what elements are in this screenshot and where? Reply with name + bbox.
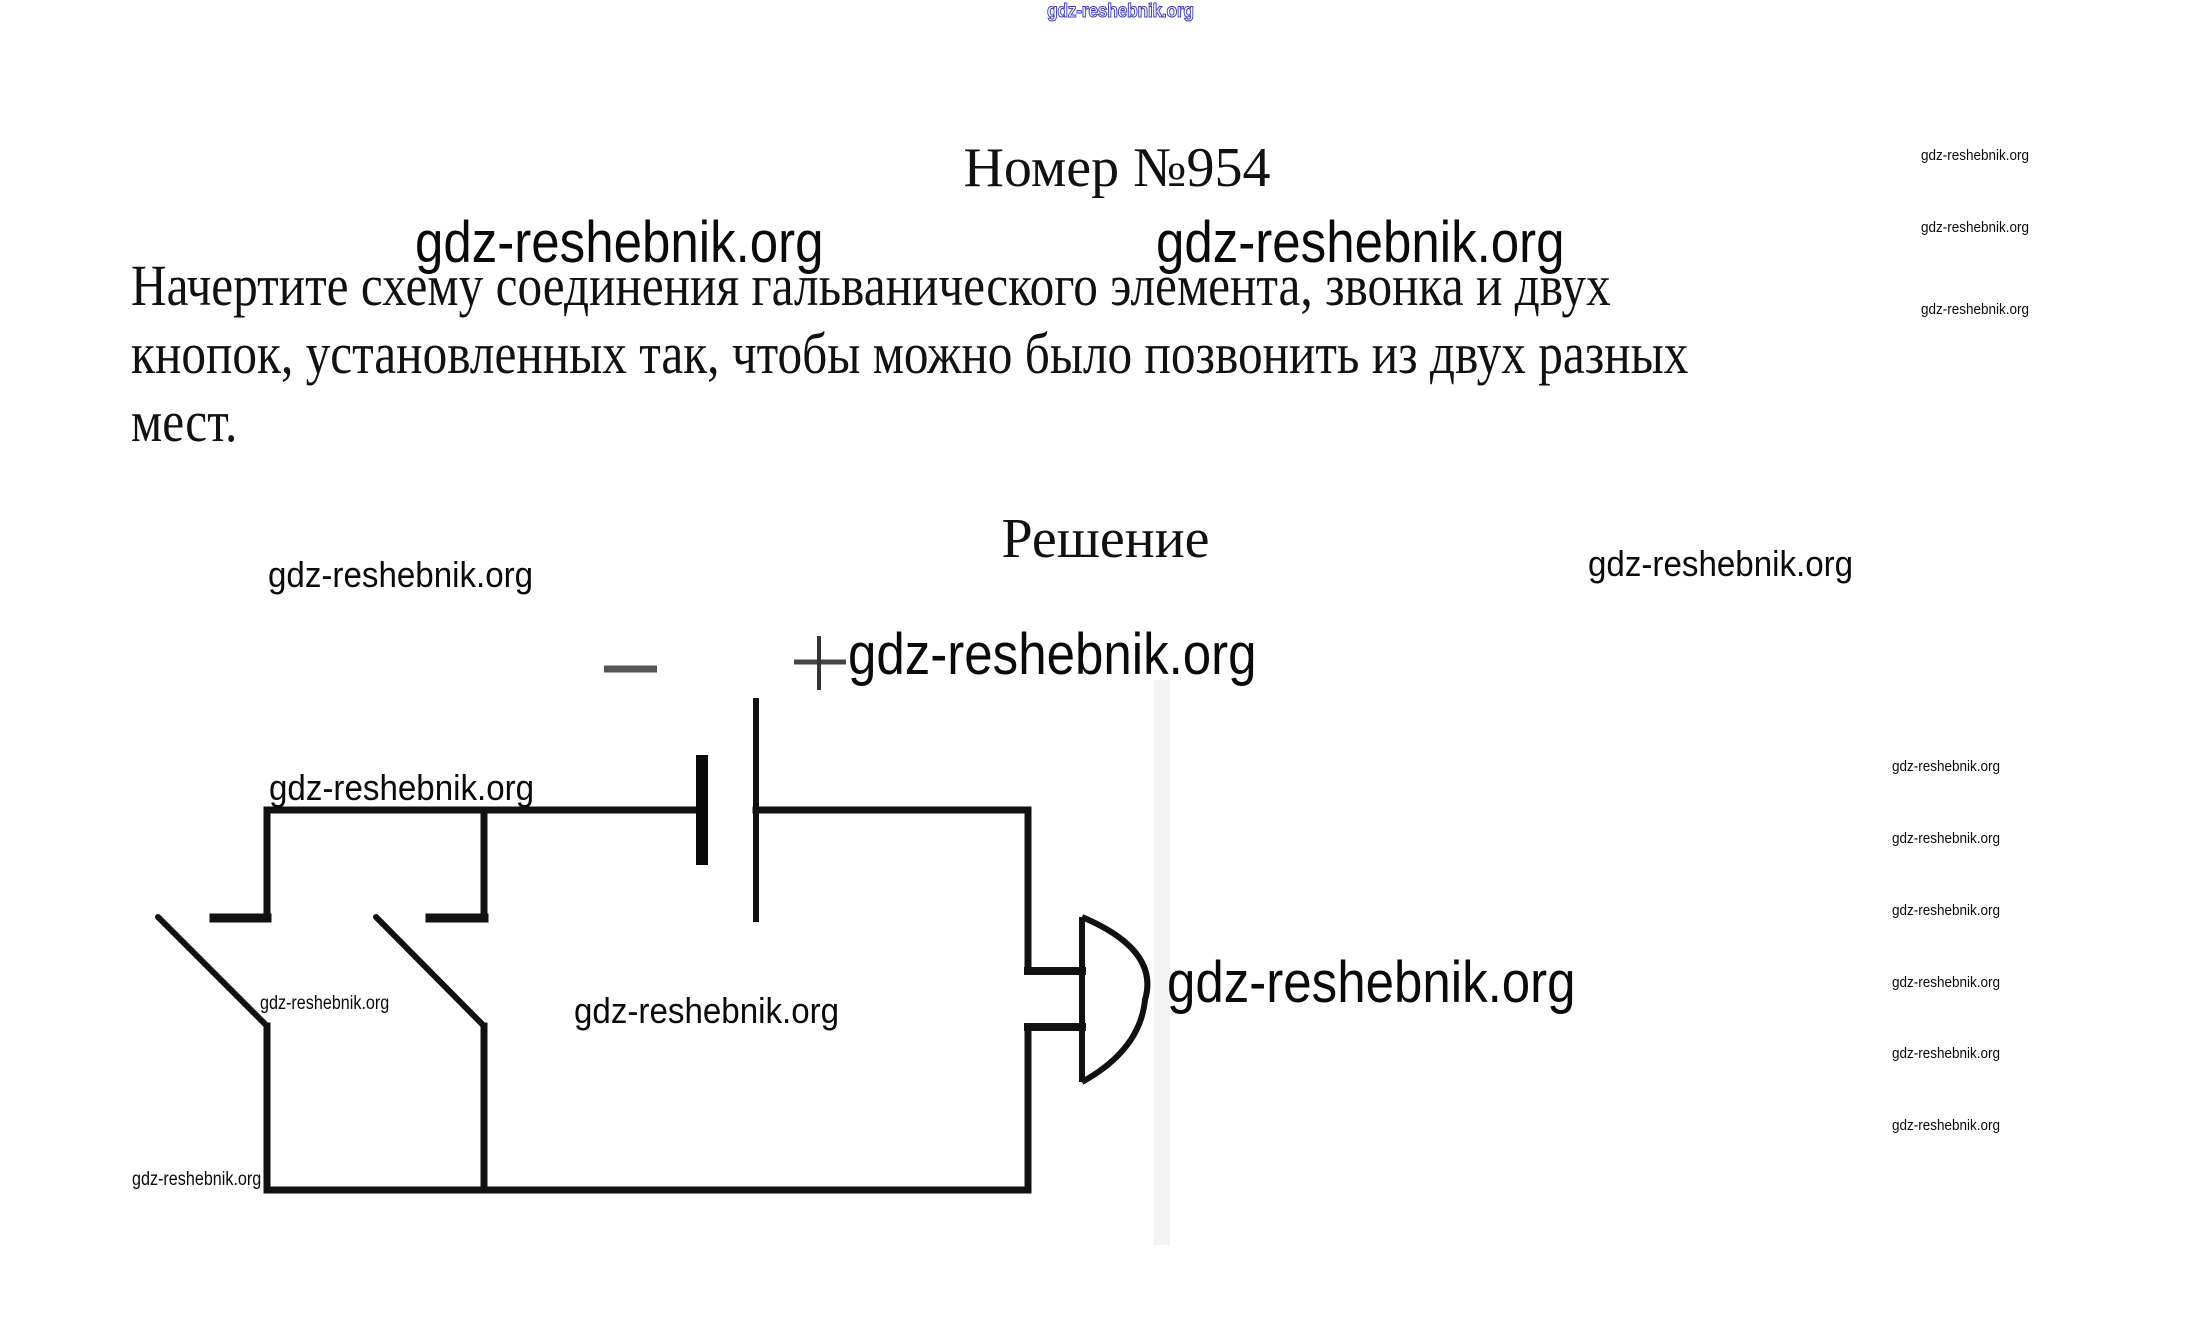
watermark: gdz-reshebnik.org [1892,974,2001,991]
watermark: gdz-reshebnik.org [1588,543,1854,584]
watermark: gdz-reshebnik.org [1156,210,1565,275]
site-watermark-top: gdz-reshebnik.org [1047,1,1195,22]
watermark: gdz-reshebnik.org [1167,950,1576,1015]
watermark: gdz-reshebnik.org [1892,1045,2001,1062]
button1-lever [155,914,270,1029]
task-line: кнопок, установленных так, чтобы можно б… [131,321,1689,386]
watermark: gdz-reshebnik.org [1892,902,2001,919]
watermark: gdz-reshebnik.org [260,993,390,1014]
watermark: gdz-reshebnik.org [1921,301,2030,318]
watermark: gdz-reshebnik.org [1921,147,2030,164]
button2-lever [373,914,487,1029]
task-line: мест. [131,389,238,454]
task-line: Начертите схему соединения гальваническо… [131,253,1611,318]
watermark: gdz-reshebnik.org [574,990,840,1031]
watermark: gdz-reshebnik.org [415,210,824,275]
watermark: gdz-reshebnik.org [1892,758,2001,775]
solution-heading: Решение [1001,508,1210,570]
bell-icon [1079,914,1151,1085]
watermark: gdz-reshebnik.org [1892,1117,2001,1134]
page-title: Номер №954 [963,137,1271,199]
watermark: gdz-reshebnik.org [132,1169,262,1190]
watermark: gdz-reshebnik.org [848,622,1257,687]
image-edge-band [1154,680,1170,1245]
watermark: gdz-reshebnik.org [1921,219,2030,236]
watermark: gdz-reshebnik.org [1892,830,2001,847]
task-text: Начертите схему соединения гальваническо… [131,252,1963,456]
watermark: gdz-reshebnik.org [269,767,535,808]
watermark: gdz-reshebnik.org [268,554,534,595]
